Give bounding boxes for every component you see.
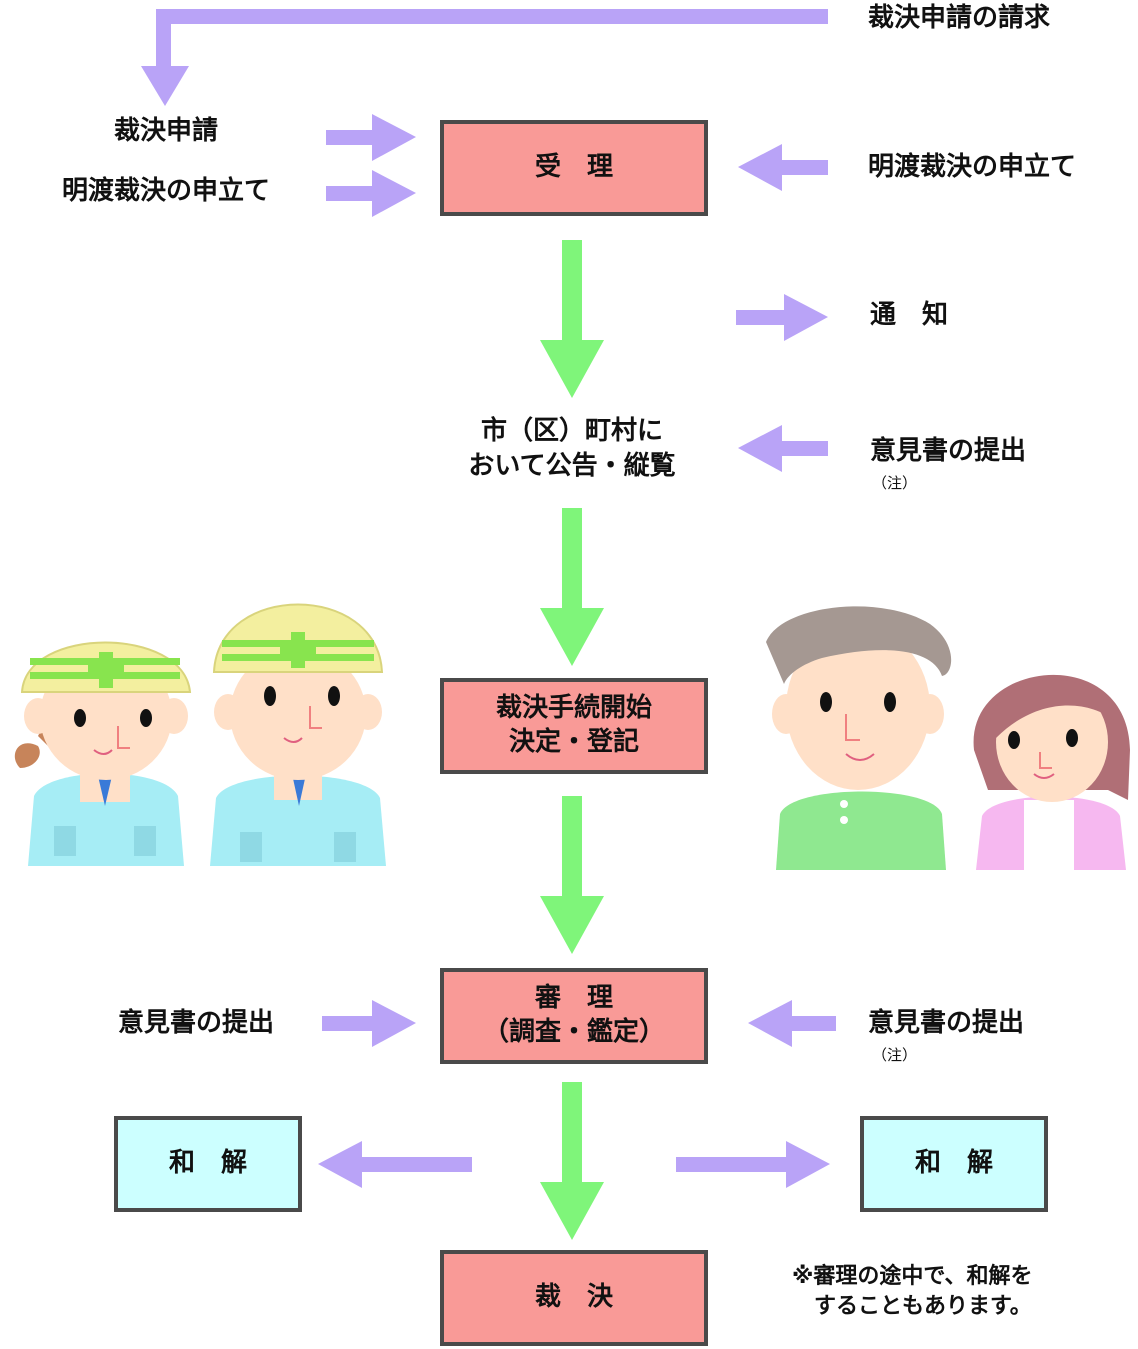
notice-label: 通 知 [870,300,949,330]
eviction-left-arrow [326,170,416,217]
footnote-line2: することもあります。 [814,1293,1032,1319]
worker-man-icon [210,603,386,866]
opinion-right-upper-label: 意見書の提出 [870,436,1027,466]
opinion-right-upper-arrow [738,425,828,472]
opinion-right-lower-arrow [748,1000,836,1047]
flow-arrow-3 [540,796,604,954]
ruling-label: 裁 決 [534,1282,613,1313]
elderly-woman-icon [973,674,1130,870]
public-notice-line2: おいて公告・縦覧 [468,451,676,482]
worker-woman-icon [14,641,192,866]
settlement-left-box: 和 解 [114,1116,302,1212]
settlement-left-label: 和 解 [168,1148,247,1179]
opinion-right-lower-label: 意見書の提出 [868,1008,1025,1038]
procedure-start-line2: 決定・登記 [508,727,639,757]
settlement-right-box: 和 解 [860,1116,1048,1212]
opinion-right-lower-note: （注） [872,1046,918,1064]
eviction-left-label: 明渡裁決の申立て [62,176,271,206]
eviction-right-label: 明渡裁決の申立て [868,152,1077,182]
request-elbow-arrow [141,9,828,106]
eviction-right-arrow [738,144,828,191]
settlement-right-label: 和 解 [914,1148,993,1179]
request-label: 裁決申請の請求 [868,3,1051,33]
flow-arrow-2 [540,508,604,666]
application-label: 裁決申請 [114,116,219,146]
opinion-left-lower-arrow [322,1000,416,1047]
elderly-man-icon [766,606,952,870]
flow-arrow-1 [540,240,604,398]
notice-arrow [736,294,828,341]
hearing-box: 審 理 （調査・鑑定） [440,968,708,1064]
receipt-box: 受 理 [440,120,708,216]
ruling-box: 裁 決 [440,1250,708,1346]
receipt-label: 受 理 [534,152,613,183]
hearing-line2: （調査・鑑定） [482,1017,665,1047]
public-notice-text: 市（区）町村に おいて公告・縦覧 [432,414,712,484]
footnote-line1: ※審理の途中で、和解を [792,1264,1033,1289]
flow-arrow-4 [540,1082,604,1240]
settlement-left-arrow [318,1141,472,1188]
procedure-start-line1: 裁決手続開始 [495,693,652,724]
opinion-right-upper-note: （注） [872,474,918,492]
opinion-left-lower-label: 意見書の提出 [118,1008,275,1038]
hearing-line1: 審 理 [534,983,613,1014]
public-notice-line1: 市（区）町村に [480,416,663,446]
footnote: ※審理の途中で、和解を することもあります。 [792,1262,1033,1321]
application-arrow [326,114,416,161]
procedure-start-box: 裁決手続開始 決定・登記 [440,678,708,774]
settlement-right-arrow [676,1141,830,1188]
